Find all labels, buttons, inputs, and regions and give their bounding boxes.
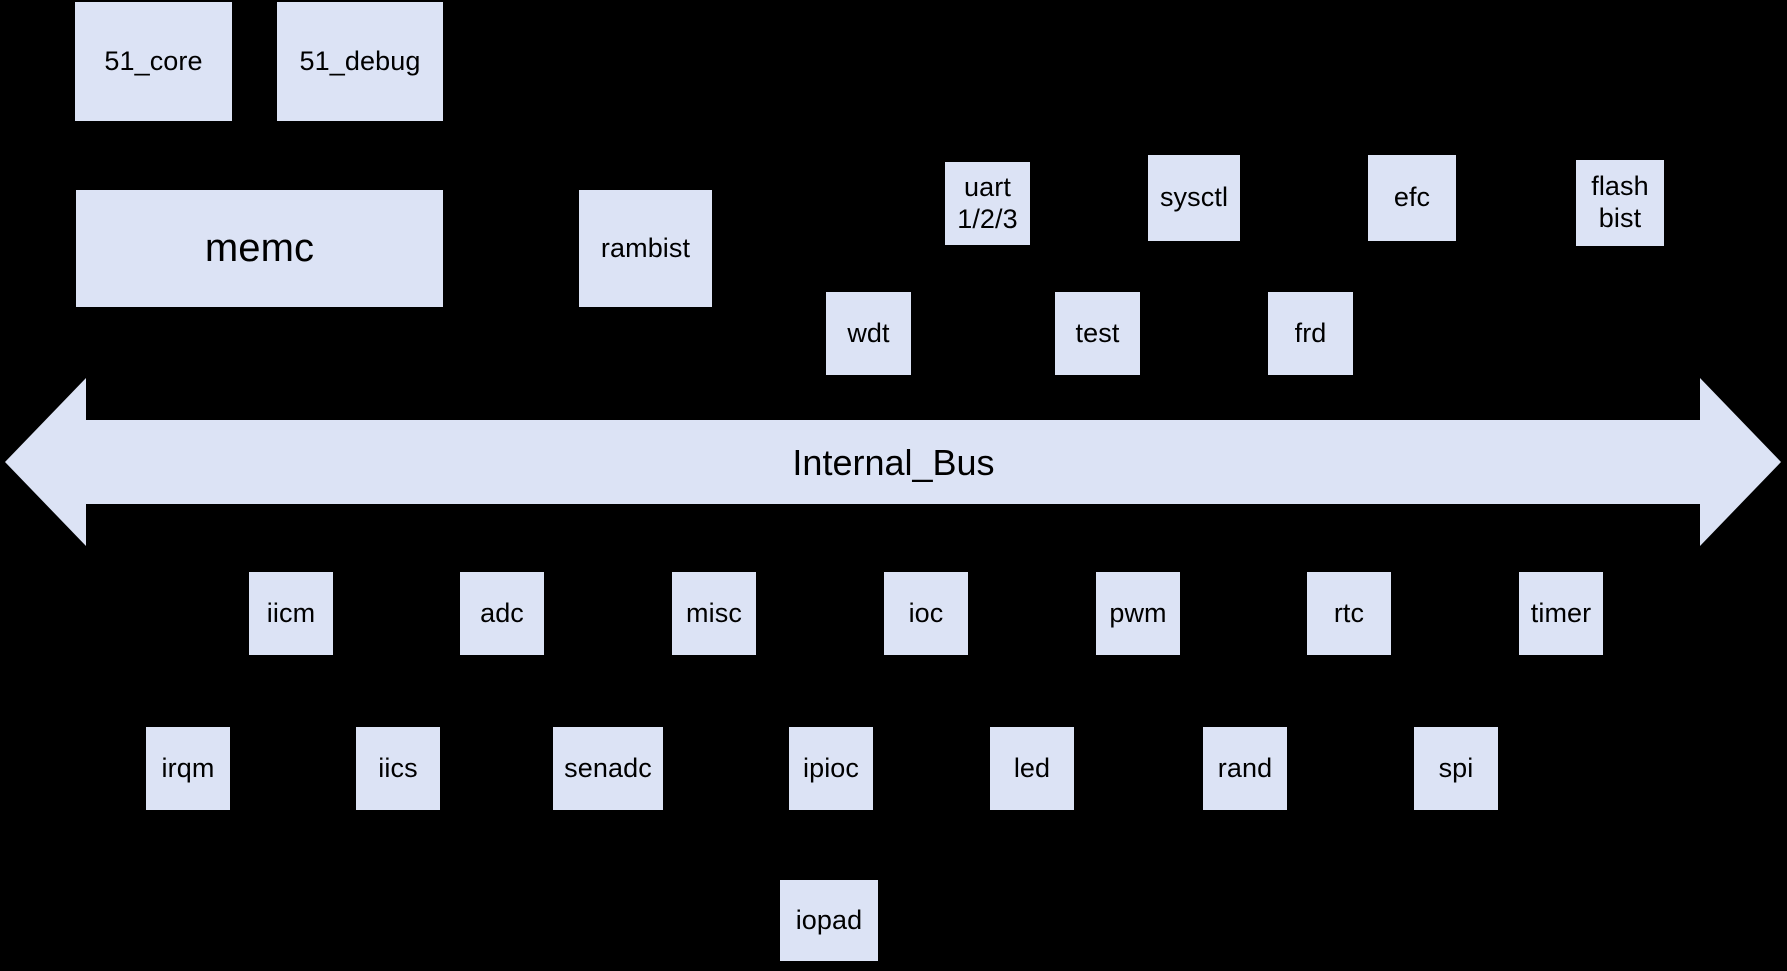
block-iopad[interactable]: iopad xyxy=(780,880,878,961)
block-test[interactable]: test xyxy=(1055,292,1140,375)
block-adc[interactable]: adc xyxy=(460,572,544,655)
block-iicm[interactable]: iicm xyxy=(249,572,333,655)
block-irqm[interactable]: irqm xyxy=(146,727,230,810)
block-ipioc[interactable]: ipioc xyxy=(789,727,873,810)
block-led[interactable]: led xyxy=(990,727,1074,810)
block-senadc[interactable]: senadc xyxy=(553,727,663,810)
internal-bus-arrow-shape xyxy=(5,378,1781,546)
block-uart-1-2-3[interactable]: uart 1/2/3 xyxy=(945,162,1030,245)
internal-bus[interactable]: Internal_Bus xyxy=(0,378,1787,548)
block-rambist[interactable]: rambist xyxy=(579,190,712,307)
block-51-debug[interactable]: 51_debug xyxy=(277,2,443,121)
block-rtc[interactable]: rtc xyxy=(1307,572,1391,655)
block-frd[interactable]: frd xyxy=(1268,292,1353,375)
block-iics[interactable]: iics xyxy=(356,727,440,810)
block-rand[interactable]: rand xyxy=(1203,727,1287,810)
block-memc[interactable]: memc xyxy=(76,190,443,307)
block-51-core[interactable]: 51_core xyxy=(75,2,232,121)
block-sysctl[interactable]: sysctl xyxy=(1148,155,1240,241)
block-ioc[interactable]: ioc xyxy=(884,572,968,655)
block-timer[interactable]: timer xyxy=(1519,572,1603,655)
block-efc[interactable]: efc xyxy=(1368,155,1456,241)
block-pwm[interactable]: pwm xyxy=(1096,572,1180,655)
block-misc[interactable]: misc xyxy=(672,572,756,655)
block-wdt[interactable]: wdt xyxy=(826,292,911,375)
block-flash-bist[interactable]: flash bist xyxy=(1576,160,1664,246)
block-spi[interactable]: spi xyxy=(1414,727,1498,810)
